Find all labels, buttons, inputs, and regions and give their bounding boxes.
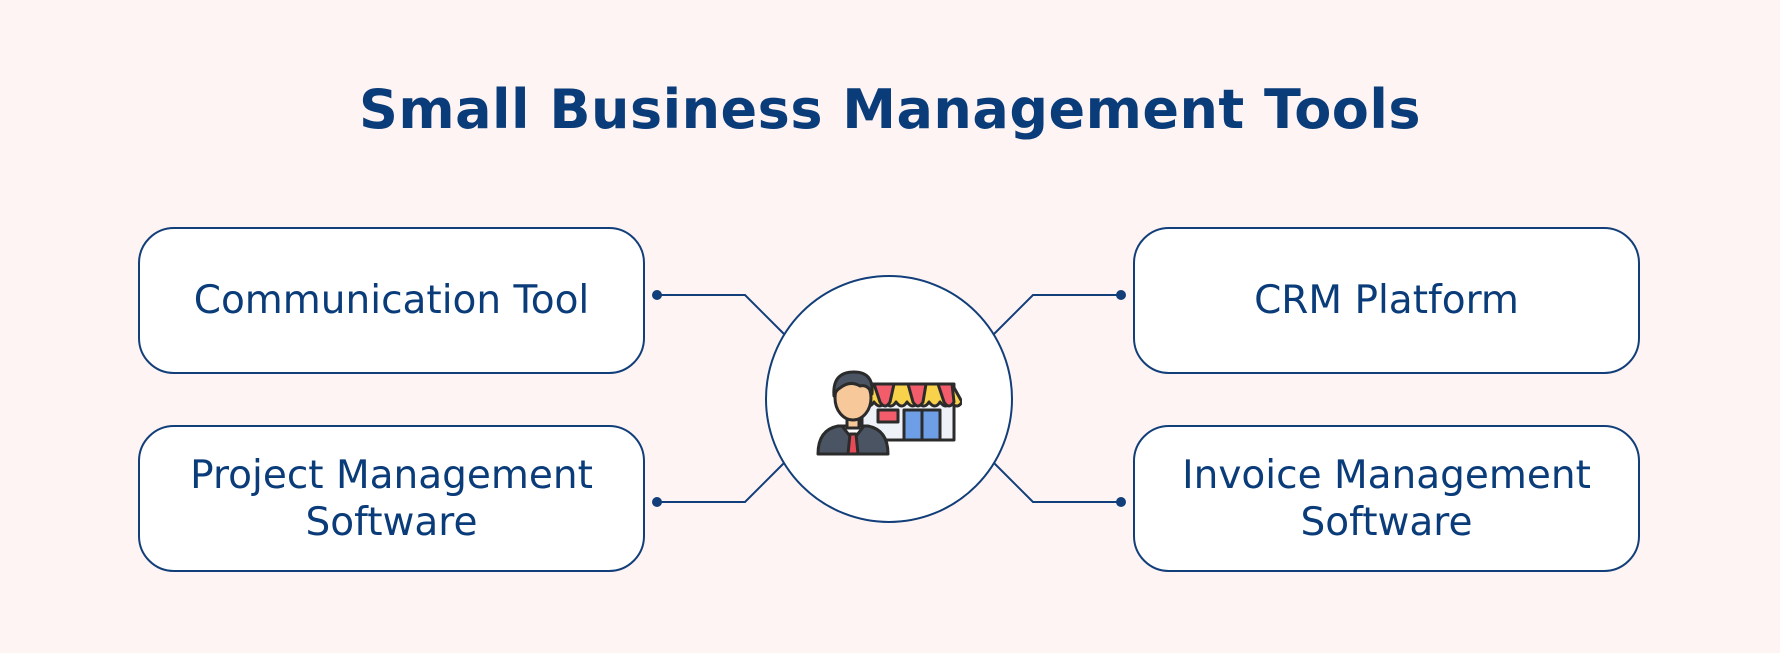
connector-top-left — [657, 294, 785, 335]
tool-label: Invoice Management Software — [1182, 452, 1591, 545]
connector-dot-top-right — [1116, 290, 1126, 300]
connector-dot-bottom-right — [1116, 497, 1126, 507]
connector-dot-top-left — [652, 290, 662, 300]
tool-box-communication: Communication Tool — [138, 227, 645, 374]
shop-owner-icon — [816, 370, 962, 456]
tool-box-crm: CRM Platform — [1133, 227, 1640, 374]
diagram-title: Small Business Management Tools — [358, 78, 1422, 141]
tool-label: Project Management Software — [190, 452, 593, 545]
connector-bottom-right — [993, 462, 1121, 503]
tool-label: Communication Tool — [193, 278, 590, 323]
hub-circle — [765, 275, 1013, 523]
connector-top-right — [993, 294, 1121, 335]
connector-bottom-left — [657, 462, 785, 503]
tool-box-invoice-management: Invoice Management Software — [1133, 425, 1640, 572]
tool-label: CRM Platform — [1254, 278, 1519, 323]
tool-box-project-management: Project Management Software — [138, 425, 645, 572]
connector-dot-bottom-left — [652, 497, 662, 507]
